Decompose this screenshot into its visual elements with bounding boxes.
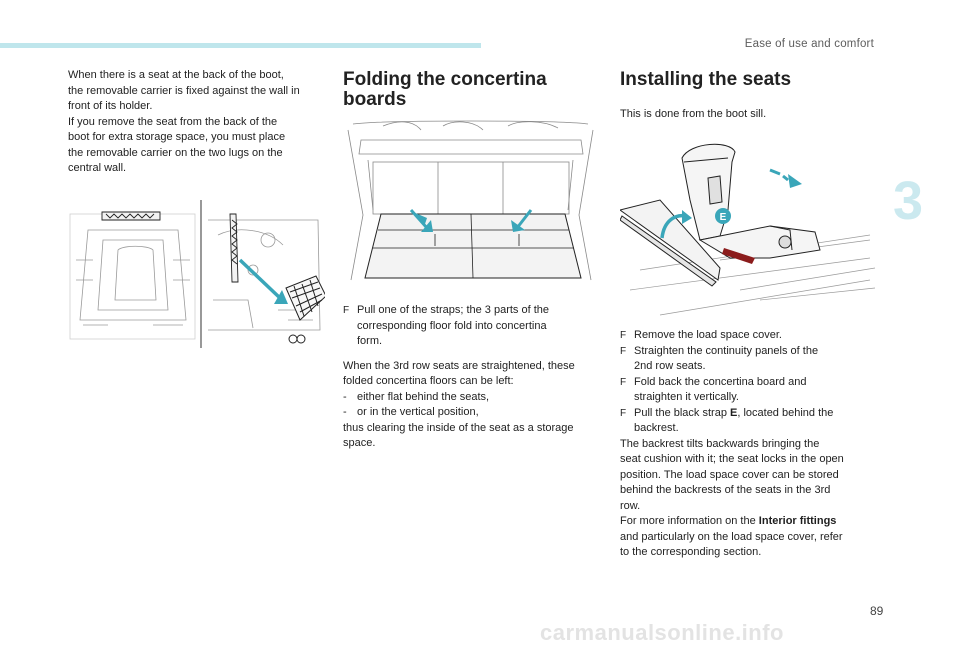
text-line: front of its holder.	[68, 100, 153, 112]
intro-text: This is done from the boot sill.	[620, 108, 767, 120]
concertina-illustration	[343, 120, 600, 288]
text-line: the removable carrier on the two lugs on…	[68, 146, 283, 159]
text-line: thus clearing the inside of the seat as …	[343, 421, 574, 434]
instruction-bullet: F Pull the black strap E, located behind…	[620, 406, 885, 437]
text-line: behind the backrests of the seats in the…	[620, 484, 831, 496]
installing-heading: Installing the seats	[620, 69, 792, 90]
chapter-number: 3	[893, 171, 924, 231]
text-line: and particularly on the load space cover…	[620, 530, 843, 543]
option-item: - or in the vertical position,	[343, 406, 479, 418]
page-number: 89	[870, 604, 884, 618]
concertina-heading: Folding the concertina boards	[343, 69, 547, 110]
carrier-illustration	[68, 200, 325, 348]
watermark: carmanualsonline.info	[540, 620, 784, 645]
label-e: E	[720, 212, 727, 223]
text-line: central wall.	[68, 162, 127, 174]
seat-illustration: E	[620, 140, 876, 320]
bullet-marker: F	[343, 305, 350, 316]
lugs-icon	[288, 334, 306, 344]
bullet-marker: F	[620, 330, 627, 341]
installing-text: F Remove the load space cover. F Straigh…	[620, 328, 885, 561]
concertina-board	[620, 199, 721, 287]
concertina-section: Folding the concertina boards	[343, 70, 598, 110]
text-line: to the corresponding section.	[620, 546, 762, 558]
label-e-badge	[715, 208, 731, 224]
bullet-marker: F	[620, 345, 627, 357]
header-accent-bar	[0, 43, 481, 48]
text-line: If you remove the seat from the back of …	[68, 115, 278, 128]
bullet-marker: F	[620, 407, 627, 419]
instruction-bullet: F Straighten the continuity panels of th…	[620, 344, 885, 375]
installing-section: Installing the seats This is done from t…	[620, 70, 880, 123]
cross-reference: Interior fittings	[758, 515, 837, 527]
text-line: position. The load space cover can be st…	[620, 468, 839, 481]
instruction-bullet: F Remove the load space cover.	[620, 328, 885, 344]
instruction-bullet: F Pull one of the straps; the 3 parts of…	[343, 303, 603, 350]
strap-e	[722, 248, 755, 264]
text-line: boot for extra storage space, you must p…	[68, 131, 286, 143]
text-line: row.	[620, 499, 641, 512]
carrier-text: When there is a seat at the back of the …	[68, 68, 333, 177]
section-title: Ease of use and comfort	[744, 38, 874, 50]
bullet-marker: F	[620, 376, 627, 388]
text-line: the removable carrier is fixed against t…	[68, 84, 300, 97]
text-line: For more information on the Interior fit…	[620, 515, 837, 527]
carrier-top	[101, 211, 161, 221]
concertina-text: F Pull one of the straps; the 3 parts of…	[343, 303, 603, 452]
option-item: - either flat behind the seats,	[343, 390, 490, 403]
strap-arrows	[409, 209, 533, 232]
text-line: seat cushion with it; the seat locks in …	[620, 453, 844, 465]
text-line: When the 3rd row seats are straightened,…	[343, 359, 575, 372]
text-line: folded concertina floors can be left:	[343, 375, 514, 387]
seat	[681, 143, 821, 259]
text-line: When there is a seat at the back of the …	[68, 69, 284, 81]
text-line: space.	[343, 437, 376, 449]
text-line: The backrest tilts backwards bringing th…	[620, 437, 820, 450]
